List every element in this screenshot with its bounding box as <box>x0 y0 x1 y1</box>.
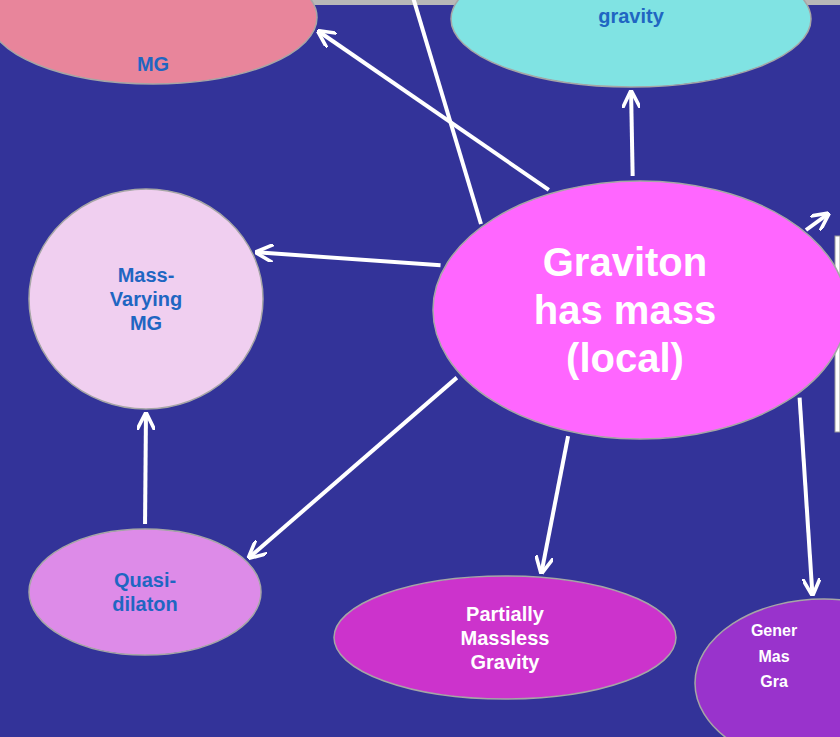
ellipse-node: Quasi-dilaton <box>28 528 262 656</box>
offscreen-arrow <box>806 214 828 230</box>
text-group: Graviton has mass (local) <box>518 238 733 382</box>
node-label: Graviton has mass (local) <box>518 238 733 382</box>
ellipse-node: Gener Mas Gra <box>694 598 840 737</box>
ellipse-node: MG <box>0 0 318 85</box>
ellipse-shape <box>29 529 261 655</box>
ellipse-shape <box>433 181 840 439</box>
node-label: Mass-Varying MG <box>99 263 194 335</box>
text-group: gravity <box>531 4 731 28</box>
node-label: Gener Mas Gra <box>744 618 804 695</box>
text-group: Quasi-dilaton <box>98 568 193 616</box>
node-label: gravity <box>598 4 664 28</box>
text-group: Partially Massless Gravity <box>448 602 563 674</box>
arrow-connector <box>143 414 148 524</box>
arrow-connector <box>631 92 633 176</box>
arrow-connector <box>800 398 813 595</box>
text-group: Mass-Varying MG <box>99 263 194 335</box>
ellipse-outline <box>694 598 840 737</box>
text-group: MG <box>53 52 253 76</box>
ellipse-outline <box>28 528 262 656</box>
ellipse-node: gravity <box>450 0 812 88</box>
node-label: MG <box>137 52 169 76</box>
ellipse-node: Graviton has mass (local) <box>432 180 840 440</box>
arrow-connector <box>542 436 569 572</box>
ellipse-shape <box>29 189 263 409</box>
arrow-connector <box>257 252 441 265</box>
text-group: Gener Mas Gra <box>744 618 804 695</box>
ellipse-shape <box>695 599 840 737</box>
node-label: Partially Massless Gravity <box>448 602 563 674</box>
node-label: Quasi-dilaton <box>98 568 193 616</box>
ellipse-node: Partially Massless Gravity <box>333 575 677 700</box>
ellipse-shape <box>451 0 811 87</box>
ellipse-shape <box>334 576 676 699</box>
arrow-connector <box>249 378 456 558</box>
ellipse-shape <box>0 0 317 84</box>
ellipse-node: Mass-Varying MG <box>28 188 264 410</box>
